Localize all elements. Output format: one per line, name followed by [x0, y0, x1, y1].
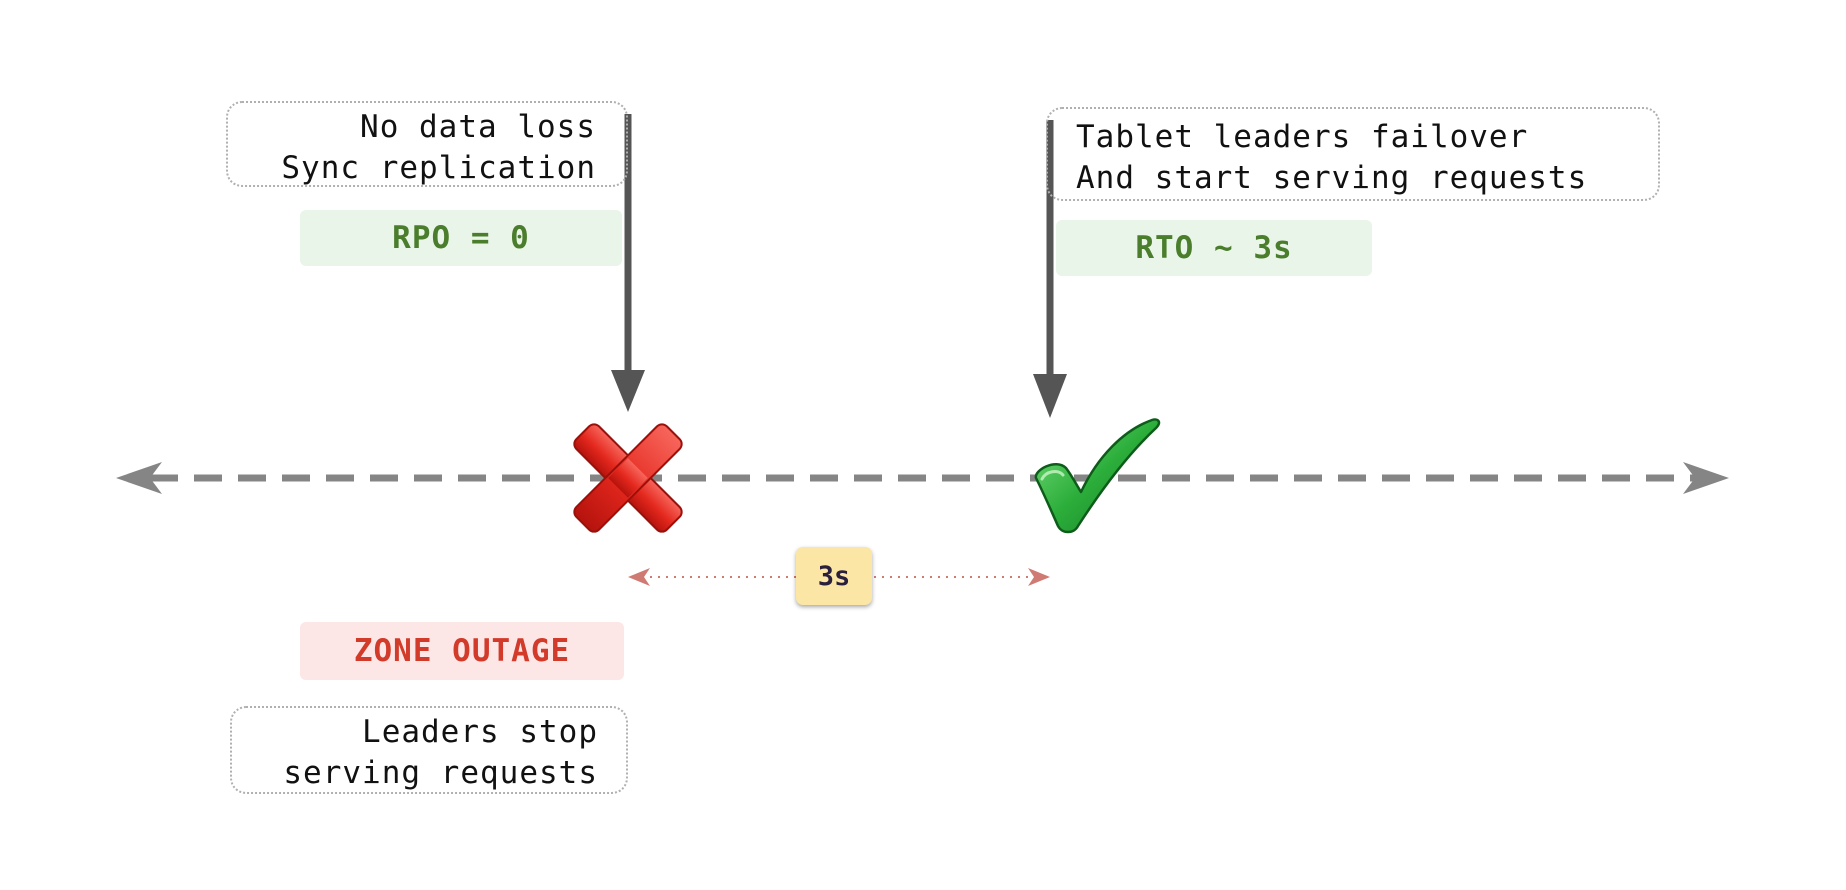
leaders-stop-note: Leaders stop serving requests	[230, 706, 628, 794]
rpo-note-line-1: No data loss	[360, 109, 596, 145]
rto-note-line-2: And start serving requests	[1076, 160, 1588, 196]
green-checkmark-icon	[1034, 418, 1161, 534]
timeline-left-arrowhead	[116, 462, 162, 494]
timeline-axis	[116, 462, 1729, 494]
rpo-pointer-arrow	[611, 114, 645, 412]
rpo-note-line-2: Sync replication	[281, 150, 596, 186]
leaders-note-line-2: serving requests	[283, 755, 598, 791]
rto-tag: RTO ~ 3s	[1056, 220, 1372, 276]
duration-arrow	[628, 568, 1050, 586]
red-cross-icon	[573, 423, 683, 533]
zone-outage-tag: ZONE OUTAGE	[300, 622, 624, 680]
timeline-right-arrowhead	[1683, 462, 1729, 494]
rto-pointer-arrow	[1033, 120, 1067, 418]
leaders-note-line-1: Leaders stop	[362, 714, 598, 750]
rpo-tag: RPO = 0	[300, 210, 622, 266]
duration-badge: 3s	[796, 547, 872, 605]
rto-note-line-1: Tablet leaders failover	[1076, 119, 1529, 155]
